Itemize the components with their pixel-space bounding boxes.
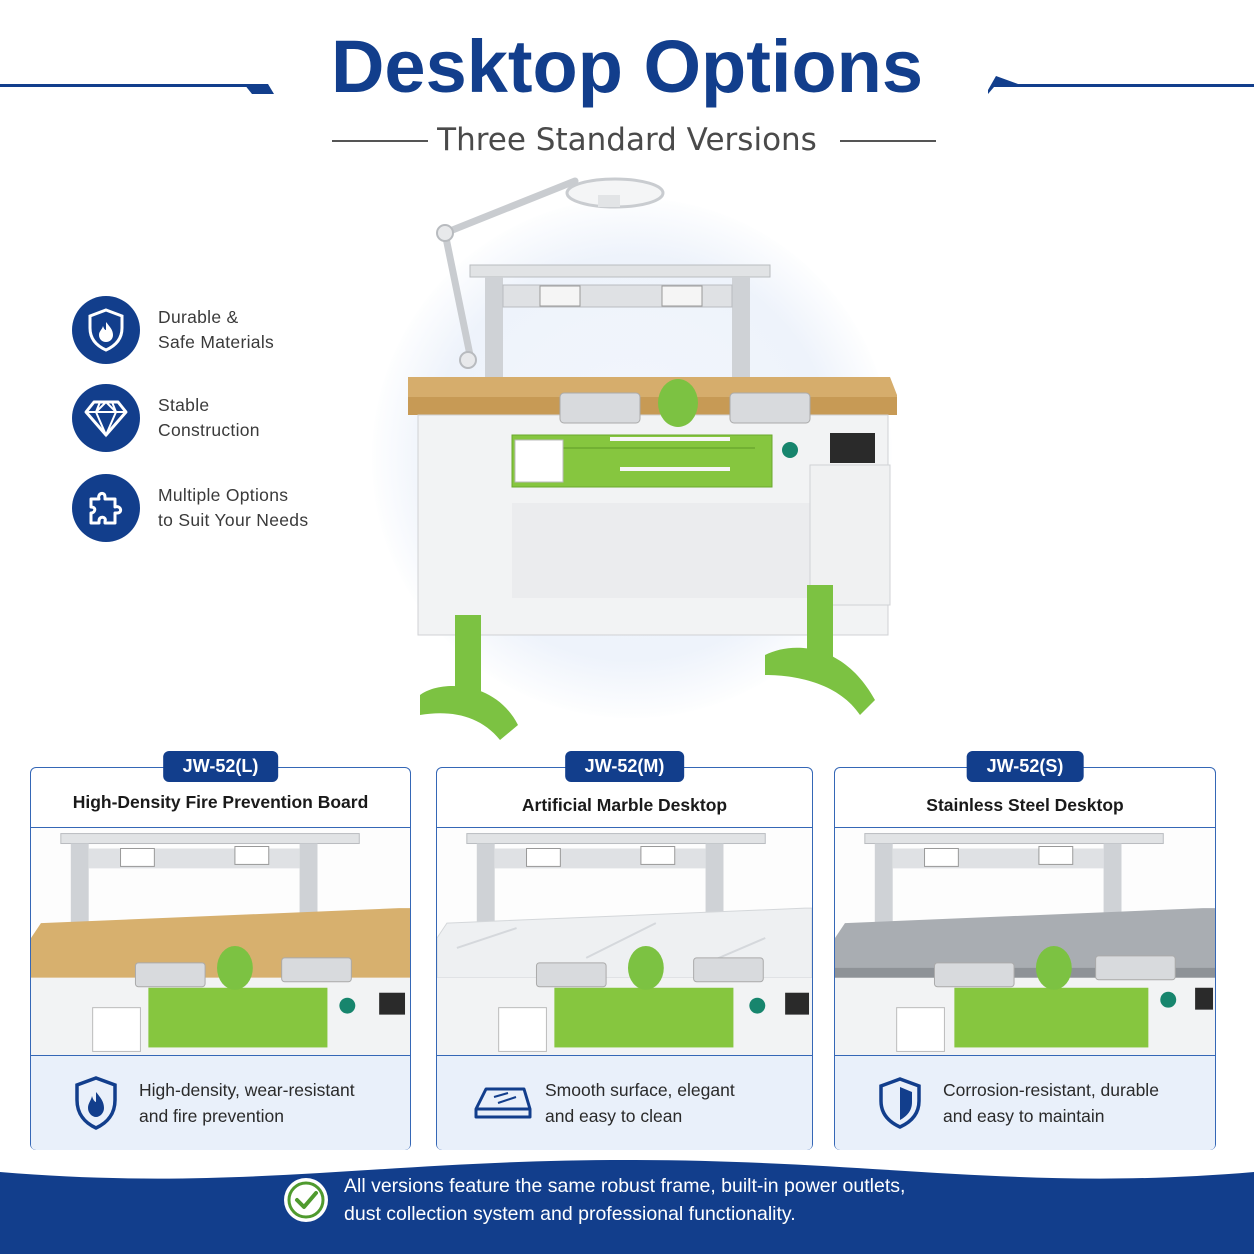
card-desc-marble-line1: Smooth surface, elegant xyxy=(545,1080,735,1100)
banner-text: All versions feature the same robust fra… xyxy=(344,1172,905,1228)
subtitle-left-line xyxy=(332,140,428,142)
feature-options-text: Multiple Options to Suit Your Needs xyxy=(158,483,308,533)
card-title-steel: Stainless Steel Desktop xyxy=(926,795,1124,815)
card-title-marble: Artificial Marble Desktop xyxy=(521,795,728,815)
check-circle-icon xyxy=(284,1178,328,1222)
card-footer-steel: Corrosion-resistant, durable and easy to… xyxy=(835,1055,1215,1150)
banner-text-line2: dust collection system and professional … xyxy=(344,1203,796,1225)
feature-durable: Durable & Safe Materials xyxy=(72,296,274,364)
card-image-marble xyxy=(437,827,812,1055)
magnifier-lamp xyxy=(441,177,579,359)
feature-stable: Stable Construction xyxy=(72,384,260,452)
header-left-line xyxy=(0,84,250,87)
card-desc-fire-board-line1: High-density, wear-resistant xyxy=(139,1080,355,1100)
card-jw-52-s[interactable]: JW-52(S) Stainless Steel Desktop xyxy=(834,751,1216,1150)
feature-stable-line2: Construction xyxy=(158,420,260,440)
feature-stable-text: Stable Construction xyxy=(158,393,260,443)
model-tag-jw-52-l: JW-52(L) xyxy=(162,751,279,782)
feature-options-line2: to Suit Your Needs xyxy=(158,510,309,530)
card-image-steel xyxy=(835,827,1215,1055)
header-left-arrow-icon xyxy=(244,84,274,94)
feature-options-line1: Multiple Options xyxy=(158,485,289,505)
hero-workbench-image xyxy=(408,177,897,740)
shield-fire-icon xyxy=(72,296,140,364)
subtitle-row: Three Standard Versions xyxy=(0,122,1254,162)
model-tag-jw-52-m: JW-52(M) xyxy=(564,751,685,782)
subtitle-right-line xyxy=(840,140,936,142)
card-footer-fire-board: High-density, wear-resistant and fire pr… xyxy=(31,1055,410,1150)
card-title-fire-board: High-Density Fire Prevention Board xyxy=(72,792,369,812)
card-desc-fire-board: High-density, wear-resistant and fire pr… xyxy=(139,1077,355,1129)
shield-fire-icon xyxy=(66,1073,126,1133)
header-right-arrow-icon xyxy=(988,76,1018,94)
feature-durable-line1: Durable & xyxy=(158,307,239,327)
card-jw-52-m[interactable]: JW-52(M) Artificial Marble Desktop xyxy=(436,751,813,1150)
card-desc-steel-line2: and easy to maintain xyxy=(943,1106,1105,1126)
feature-durable-text: Durable & Safe Materials xyxy=(158,305,274,355)
model-tag-jw-52-s: JW-52(S) xyxy=(966,751,1084,782)
banner-content: All versions feature the same robust fra… xyxy=(284,1172,905,1228)
card-desc-marble-line2: and easy to clean xyxy=(545,1106,683,1126)
puzzle-icon xyxy=(72,474,140,542)
board-surface-icon xyxy=(472,1073,532,1133)
card-desc-marble: Smooth surface, elegant and easy to clea… xyxy=(545,1077,735,1129)
feature-durable-line2: Safe Materials xyxy=(158,332,275,352)
card-desc-steel-line1: Corrosion-resistant, durable xyxy=(943,1080,1159,1100)
card-desc-steel: Corrosion-resistant, durable and easy to… xyxy=(943,1077,1159,1129)
page-title: Desktop Options xyxy=(330,25,924,108)
diamond-icon xyxy=(72,384,140,452)
card-image-fire-board xyxy=(31,827,410,1055)
shield-icon xyxy=(870,1073,930,1133)
header-right-line xyxy=(1018,84,1254,87)
banner-text-line1: All versions feature the same robust fra… xyxy=(344,1175,906,1197)
card-desc-fire-board-line2: and fire prevention xyxy=(139,1106,284,1126)
feature-stable-line1: Stable xyxy=(158,395,210,415)
page-subtitle: Three Standard Versions xyxy=(437,122,817,158)
feature-options: Multiple Options to Suit Your Needs xyxy=(72,474,308,542)
card-jw-52-l[interactable]: JW-52(L) High-Density Fire Prevention Bo… xyxy=(30,751,411,1150)
card-footer-marble: Smooth surface, elegant and easy to clea… xyxy=(437,1055,812,1150)
